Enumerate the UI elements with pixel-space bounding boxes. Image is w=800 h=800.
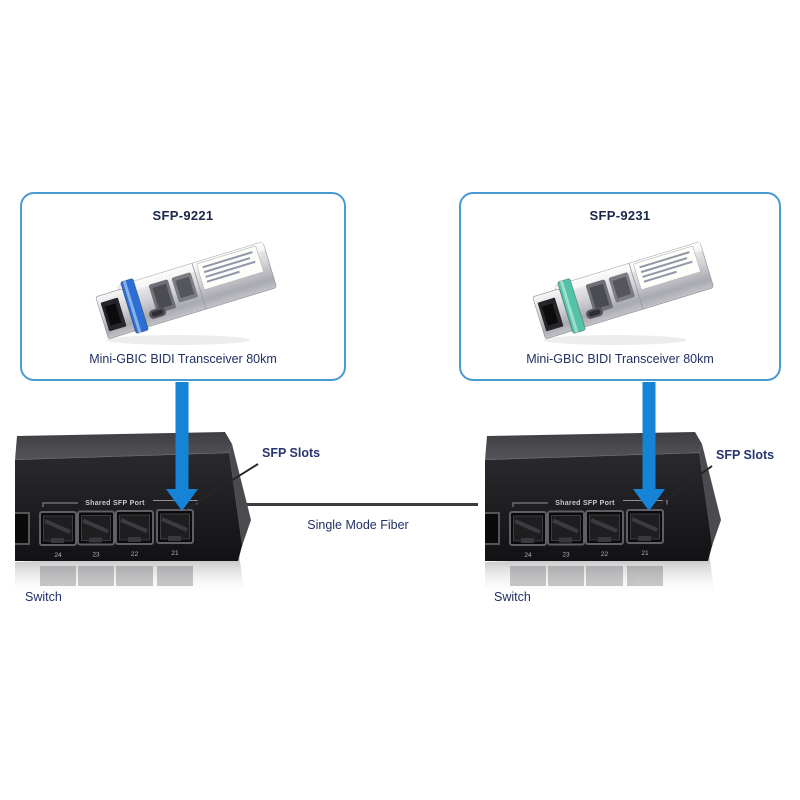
- sfp-cage-21: [156, 509, 194, 544]
- port-number-24: 24: [54, 552, 62, 559]
- down-arrow-icon: [166, 382, 198, 511]
- port-number-22: 22: [601, 551, 609, 558]
- card-caption-sfp-9221: Mini-GBIC BIDI Transceiver 80km: [89, 352, 277, 366]
- card-sfp-9221: SFP-9221: [20, 192, 346, 381]
- port-number-23: 23: [92, 552, 100, 559]
- sfp-cage-24: [509, 511, 547, 546]
- fiber-link-label: Single Mode Fiber: [307, 518, 409, 532]
- sfp-slots-callout-label: SFP Slots: [716, 448, 775, 462]
- card-title-sfp-9231: SFP-9231: [589, 208, 651, 223]
- sfp-slots-callout-label: SFP Slots: [262, 446, 321, 460]
- fiber-connection-line: [238, 503, 478, 506]
- sfp-transceiver-photo-blue: [95, 241, 277, 345]
- switch-photo: Shared SFP Port 24 23: [15, 432, 251, 596]
- card-title-sfp-9221: SFP-9221: [152, 208, 214, 223]
- switch-device-label: Switch: [494, 590, 531, 604]
- down-arrow-icon: [633, 382, 665, 511]
- sfp-cage-23: [547, 510, 585, 546]
- sfp-transceiver-photo-teal: [532, 241, 714, 345]
- shared-sfp-port-label: Shared SFP Port: [555, 500, 615, 507]
- port-number-24: 24: [524, 552, 532, 559]
- card-caption-sfp-9231: Mini-GBIC BIDI Transceiver 80km: [526, 352, 714, 366]
- shared-sfp-port-label: Shared SFP Port: [85, 500, 145, 507]
- switch-photo: Shared SFP Port 24 23: [485, 432, 721, 596]
- latch-band: [557, 278, 586, 334]
- sfp-cage-21: [626, 509, 664, 544]
- sfp-cage-22: [115, 510, 154, 545]
- port-number-23: 23: [562, 552, 570, 559]
- port-number-21: 21: [171, 550, 179, 557]
- card-sfp-9231: SFP-9231: [459, 192, 781, 381]
- switch-device-label: Switch: [25, 590, 62, 604]
- latch-band: [120, 278, 149, 334]
- sfp-cage-24: [39, 511, 77, 546]
- port-number-22: 22: [131, 551, 139, 558]
- sfp-cage-23: [77, 510, 115, 546]
- sfp-cage-22: [585, 510, 624, 545]
- port-number-21: 21: [641, 550, 649, 557]
